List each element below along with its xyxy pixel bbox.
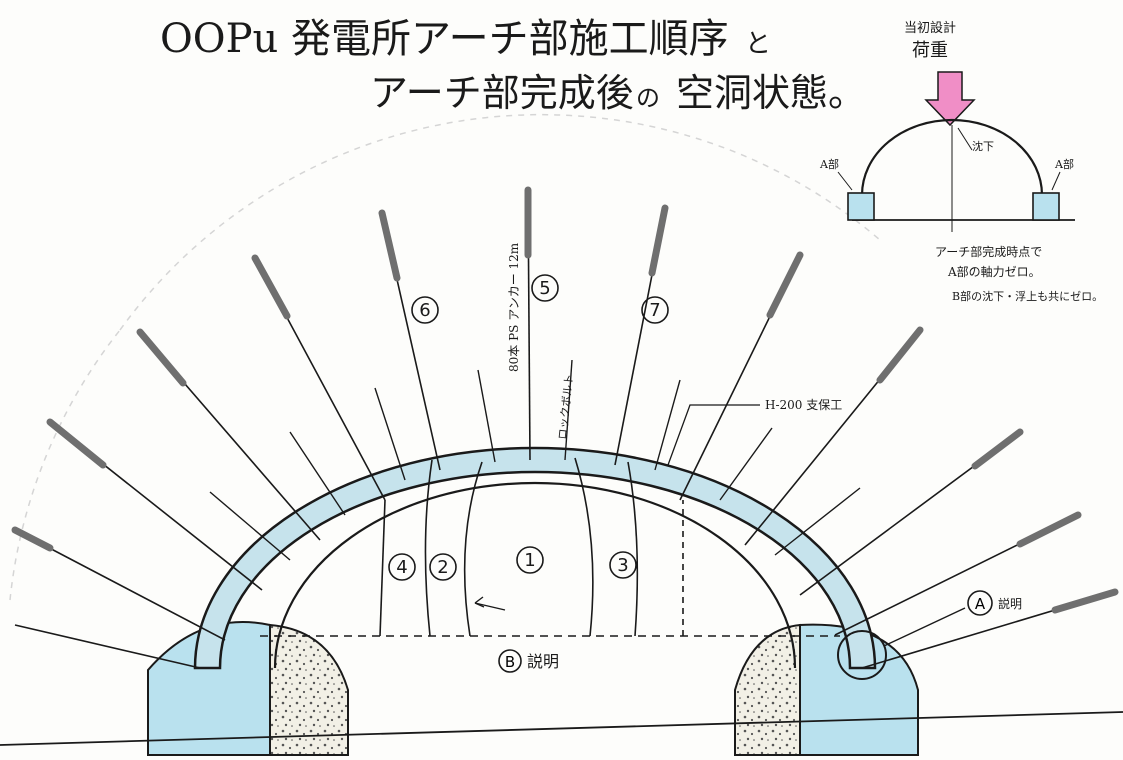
inset-note-line3: B部の沈下・浮上も共にゼロ。 <box>952 289 1103 303</box>
svg-text:1: 1 <box>524 550 535 571</box>
rock-bolt-label: ロックボルト <box>556 373 576 440</box>
support-callout: H-200 支保工 <box>667 398 842 466</box>
load-label-line1: 当初設計 <box>904 20 956 36</box>
inner-arch <box>273 481 797 669</box>
right-footing <box>734 623 919 756</box>
inset-diagram: 当初設計 荷重 沈下 A部 A部 アーチ部完成時点で A部の軸力ゼロ。 B部の沈… <box>819 20 1103 303</box>
load-arrow <box>924 71 976 127</box>
title-line2: アーチ部完成後 <box>370 71 634 115</box>
inset-crown-label: 沈下 <box>972 139 994 153</box>
step-2-marker: 2 <box>429 553 457 581</box>
outer-dashed-arc <box>119 113 881 331</box>
title-no: の <box>636 84 660 112</box>
arch-lining <box>193 446 877 670</box>
anchor-group <box>11 186 1119 669</box>
svg-text:6: 6 <box>419 300 430 321</box>
explain-a-text: 説明 <box>998 596 1022 611</box>
explain-a: A 説明 <box>837 590 1022 680</box>
inset-note-line2: A部の軸力ゼロ。 <box>947 264 1041 279</box>
svg-text:5: 5 <box>539 278 550 299</box>
explain-b-text: 説明 <box>527 652 559 671</box>
outer-dashed-arc-left <box>9 329 121 601</box>
svg-text:2: 2 <box>437 557 448 578</box>
explain-b: B 説明 <box>474 596 559 673</box>
step-1-marker: 1 <box>516 546 544 574</box>
inset-a-left-block <box>847 192 875 221</box>
step-4-marker: 4 <box>388 553 416 581</box>
inset-a-left-label: A部 <box>819 157 839 171</box>
svg-text:4: 4 <box>396 557 407 578</box>
inset-note-line1: アーチ部完成時点で <box>935 244 1042 259</box>
explain-a-mark: A <box>975 595 986 613</box>
inset-a-right-block <box>1032 192 1060 221</box>
step-3-marker: 3 <box>609 551 637 579</box>
title-line1: OOPu 発電所アーチ部施工順序 <box>160 16 729 62</box>
explain-b-mark: B <box>505 653 515 671</box>
ground-line <box>0 711 1123 746</box>
step-markers: 1 2 3 4 5 6 7 <box>388 274 669 581</box>
support-label: H-200 支保工 <box>765 398 842 412</box>
sequence-dividers <box>379 457 684 637</box>
svg-text:7: 7 <box>649 300 660 321</box>
load-label-line2: 荷重 <box>912 40 948 61</box>
left-footing <box>147 621 349 756</box>
svg-text:3: 3 <box>617 555 628 576</box>
step-5-marker: 5 <box>531 274 559 302</box>
title-and: と <box>745 29 771 59</box>
title-line2b: 空洞状態。 <box>676 71 866 115</box>
anchor-spec-label: 80本 PS アンカー 12m <box>507 242 521 372</box>
title-group: OOPu 発電所アーチ部施工順序 と アーチ部完成後 の 空洞状態。 <box>160 16 866 115</box>
step-7-marker: 7 <box>641 296 669 324</box>
inset-a-right-label: A部 <box>1054 157 1074 171</box>
step-6-marker: 6 <box>411 296 439 324</box>
